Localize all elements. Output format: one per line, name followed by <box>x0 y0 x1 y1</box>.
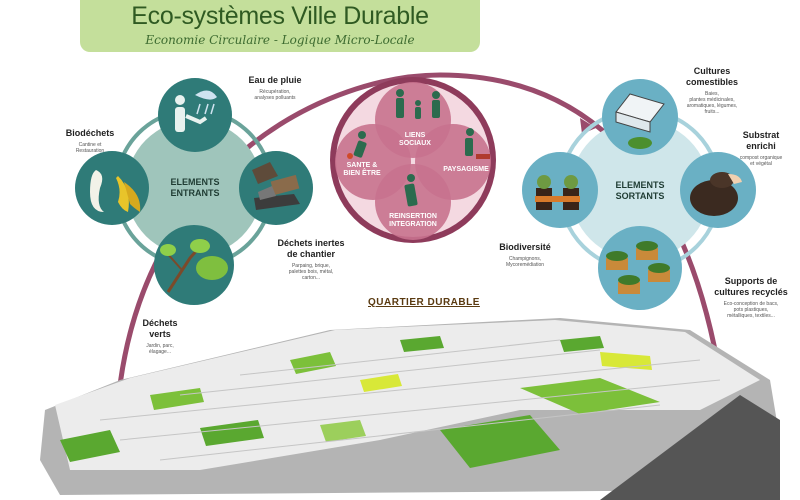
substrate-desc-2: et végétal <box>750 161 772 167</box>
biodiversity-label-group: Biodiversité Champignons, Mycoremédiatio… <box>490 242 560 268</box>
inputs-center-line1: ELEMENTS <box>170 177 220 187</box>
biowaste-label-group: Biodéchets Cantine et Restauration <box>55 128 125 154</box>
mushroom-crate-icon <box>535 175 580 210</box>
greenwaste-label-2: verts <box>149 329 171 339</box>
crops-desc-1: Baies, <box>705 91 719 97</box>
biodiversity-desc-2: Mycoremédiation <box>505 262 545 268</box>
branch-icon <box>160 239 228 293</box>
greenhouse-icon <box>615 93 665 149</box>
greenwaste-label-1: Déchets <box>142 318 178 328</box>
rubble-desc-2: palettes bois, métal, <box>288 269 334 275</box>
social-links-line1: LIENS <box>404 132 426 139</box>
crops-desc-4: fruits... <box>704 109 720 115</box>
health-line2: BIEN ÊTRE <box>343 170 381 177</box>
outputs-center-label: ELEMENTS SORTANTS <box>605 180 675 202</box>
social-links-line2: SOCIAUX <box>399 140 431 147</box>
biowaste-label: Biodéchets <box>65 128 115 138</box>
page-subtitle: Economie Circulaire - Logique Micro-Loca… <box>145 33 415 47</box>
city-block <box>40 318 780 500</box>
crops-label-1: Cultures <box>693 66 731 76</box>
greenwaste-desc-1: Jardin, parc, <box>146 343 174 349</box>
title-banner: Eco-systèmes Ville Durable Economie Circ… <box>80 0 480 52</box>
rubble-label-2: de chantier <box>286 249 335 259</box>
biodiversity-label: Biodiversité <box>499 242 551 252</box>
supports-desc-3: métalliques, textiles... <box>727 313 775 319</box>
inputs-center-line2: ENTRANTS <box>170 188 220 198</box>
greenwaste-label-group: Déchets verts Jardin, parc, élagage... <box>125 318 195 355</box>
biowaste-desc-2: Restauration <box>75 148 105 154</box>
city-label: QUARTIER DURABLE <box>368 297 480 308</box>
arc-arrow-top <box>580 118 596 134</box>
supports-desc-2: pots plastiques, <box>733 307 769 313</box>
crops-label-group: Cultures comestibles Baies, plantes médi… <box>672 66 752 115</box>
reinsertion-label: REINSERTION INTEGRATION <box>383 213 443 229</box>
biodiversity-desc-1: Champignons, <box>508 256 542 262</box>
rubble-icon <box>252 162 300 210</box>
health-line1: SANTE & <box>346 162 378 169</box>
substrate-label-group: Substrat enrichi compost organique et vé… <box>726 130 796 167</box>
crops-desc-2: plantes médicinales, <box>689 97 735 103</box>
outputs-center-line2: SORTANTS <box>615 191 665 201</box>
outputs-center <box>570 120 710 260</box>
compost-hands-icon <box>690 172 742 216</box>
substrate-label-1: Substrat <box>742 130 780 140</box>
rubble-label-group: Déchets inertes de chantier Parpaing, br… <box>268 238 354 281</box>
substrate-desc-1: compost organique <box>739 155 783 161</box>
substrate-label-2: enrichi <box>746 141 776 151</box>
rain-bubble <box>158 78 232 152</box>
outputs-center-line1: ELEMENTS <box>615 180 665 190</box>
crops-label-2: comestibles <box>685 77 739 87</box>
greenwaste-desc-2: élagage... <box>149 349 171 355</box>
rain-desc-2: analyses polluants <box>254 95 296 101</box>
biodiversity-bubble <box>522 152 598 228</box>
biowaste-desc-1: Cantine et <box>78 142 102 148</box>
rubble-label-1: Déchets inertes <box>277 238 345 248</box>
rubble-desc-3: carton... <box>301 275 321 281</box>
supports-label-1: Supports de <box>724 276 778 286</box>
crops-desc-3: aromatiques, légumes, <box>686 103 738 109</box>
reinsertion-line1: REINSERTION <box>389 213 437 220</box>
supports-label-2: cultures recyclés <box>714 287 788 297</box>
rubble-desc-1: Parpaing, brique, <box>291 263 331 269</box>
apple-banana-icon <box>90 170 141 212</box>
supports-desc-1: Eco-conception de bacs, <box>723 301 779 307</box>
rain-label-group: Eau de pluie Récupération, analyses poll… <box>230 75 320 101</box>
planter-boxes-icon <box>606 241 670 294</box>
reinsertion-line2: INTEGRATION <box>389 221 437 228</box>
rain-desc-1: Récupération, <box>259 89 291 95</box>
supports-label-group: Supports de cultures recyclés Eco-concep… <box>708 276 794 319</box>
rain-label: Eau de pluie <box>248 75 302 85</box>
inputs-center-label: ELEMENTS ENTRANTS <box>160 177 230 199</box>
inputs-center <box>126 120 262 256</box>
page-title: Eco-systèmes Ville Durable <box>131 2 429 30</box>
people-icon <box>347 89 490 207</box>
biowaste-bubble <box>75 151 149 225</box>
landscaping-label: PAYSAGISME <box>438 166 494 174</box>
health-label: SANTE & BIEN ÊTRE <box>340 162 384 178</box>
rain-person-icon <box>175 90 217 132</box>
landscaping-line1: PAYSAGISME <box>443 166 489 173</box>
social-links-label: LIENS SOCIAUX <box>393 132 437 148</box>
